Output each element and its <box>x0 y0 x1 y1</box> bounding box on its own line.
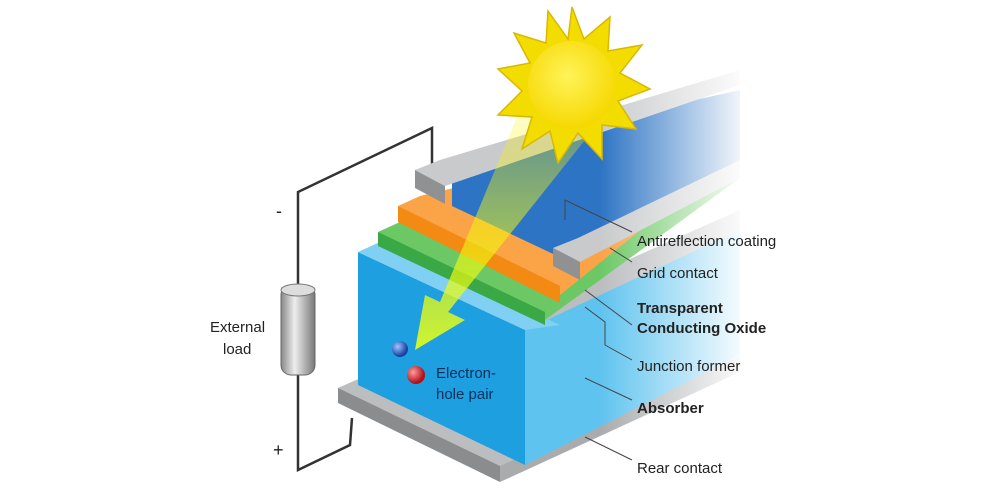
circuit-wire <box>296 126 434 472</box>
label-junction: Junction former <box>637 358 740 375</box>
label-grid-contact: Grid contact <box>637 265 719 282</box>
sun-icon <box>496 6 652 165</box>
label-external-load-1: External <box>210 319 265 336</box>
label-minus: - <box>276 201 282 221</box>
label-external-load-2: load <box>223 341 251 358</box>
hole-icon <box>407 366 425 384</box>
external-load-icon <box>280 283 316 376</box>
light-beam-arrow <box>415 110 585 350</box>
electron-hole-label-2: hole pair <box>436 386 494 403</box>
label-tco-2: Conducting Oxide <box>637 320 766 337</box>
electron-hole-label: Electron- <box>436 365 496 382</box>
label-tco-1: Transparent <box>637 300 723 317</box>
leader-lines <box>564 199 633 461</box>
electron-icon <box>392 341 408 357</box>
label-rear-contact: Rear contact <box>637 460 723 477</box>
label-antireflection: Antireflection coating <box>637 233 776 250</box>
label-absorber: Absorber <box>637 400 704 417</box>
label-plus: + <box>273 440 284 460</box>
